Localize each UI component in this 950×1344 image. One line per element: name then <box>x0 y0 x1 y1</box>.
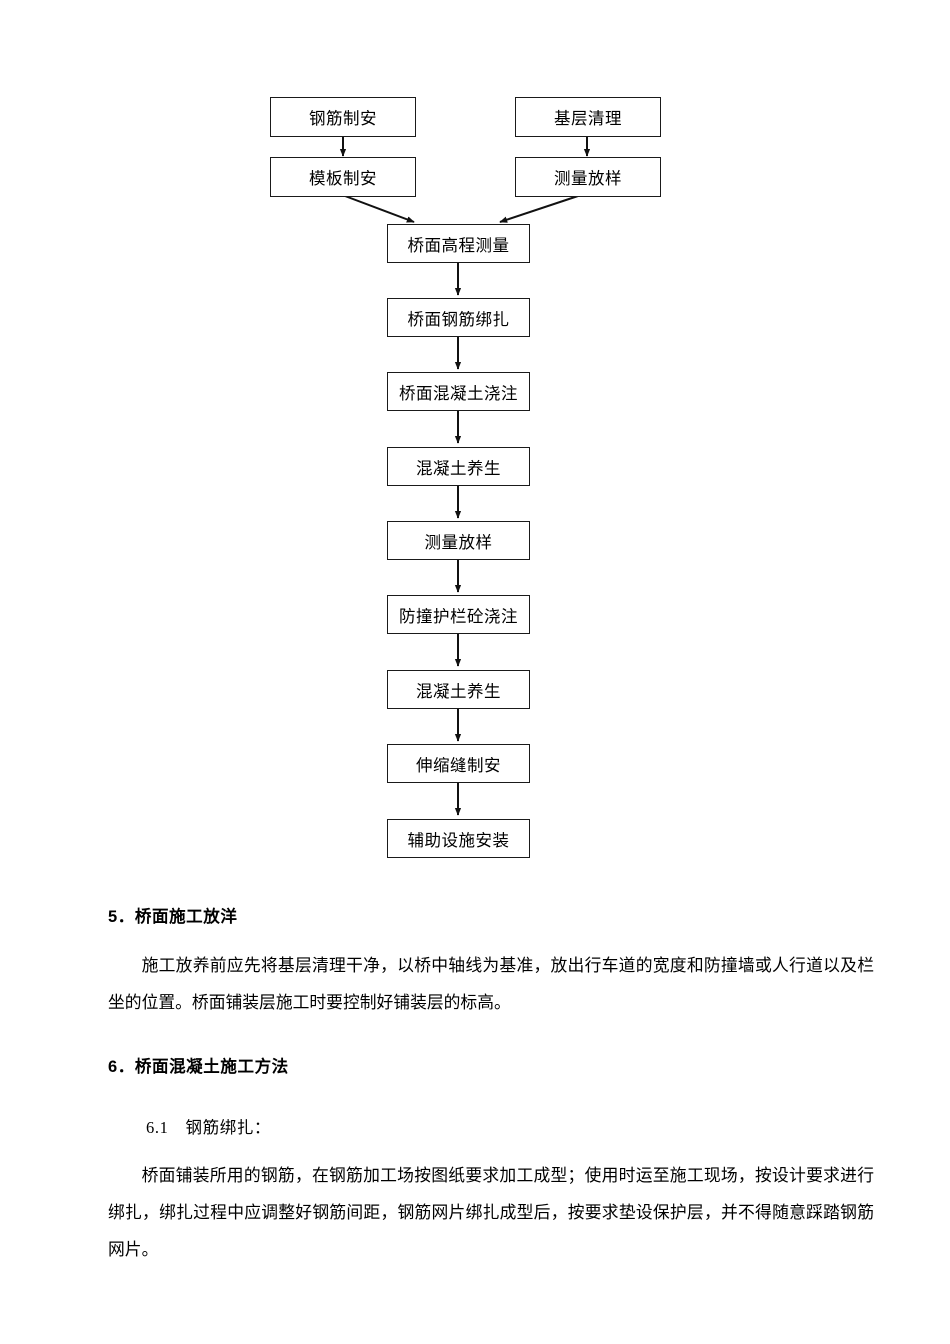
section-5-heading: 5．桥面施工放洋 <box>108 908 238 926</box>
flow-node-expansion-joint-install[interactable]: 伸缩缝制安 <box>387 744 530 783</box>
flow-node-barrier-concrete-pouring[interactable]: 防撞护栏砼浇注 <box>387 595 530 634</box>
flowchart-diagram: 钢筋制安 基层清理 模板制安 测量放样 桥面高程测量 桥面钢筋绑扎 桥面混凝土浇… <box>270 97 661 858</box>
flow-node-survey-setout-mid[interactable]: 测量放样 <box>387 521 530 560</box>
section-6-1-body: 桥面铺装所用的钢筋，在钢筋加工场按图纸要求加工成型；使用时运至施工现场，按设计要… <box>108 1166 874 1259</box>
flow-node-deck-rebar-tying[interactable]: 桥面钢筋绑扎 <box>387 298 530 337</box>
flow-node-concrete-curing-1[interactable]: 混凝土养生 <box>387 447 530 486</box>
flow-node-concrete-curing-2[interactable]: 混凝土养生 <box>387 670 530 709</box>
section-5-body: 施工放养前应先将基层清理干净，以桥中轴线为基准，放出行车道的宽度和防撞墙或人行道… <box>108 956 874 1012</box>
flow-node-auxiliary-facility-install[interactable]: 辅助设施安装 <box>387 819 530 858</box>
flow-node-deck-elevation-survey[interactable]: 桥面高程测量 <box>387 224 530 263</box>
flow-node-base-cleaning[interactable]: 基层清理 <box>515 97 661 137</box>
flow-node-formwork-fabrication[interactable]: 模板制安 <box>270 157 416 197</box>
flow-node-survey-setout-top[interactable]: 测量放样 <box>515 157 661 197</box>
flow-node-steel-fabrication[interactable]: 钢筋制安 <box>270 97 416 137</box>
section-6-heading: 6．桥面混凝土施工方法 <box>108 1058 289 1076</box>
section-6-1-subheading: 6.1 钢筋绑扎： <box>146 1118 272 1137</box>
flow-node-deck-concrete-pouring[interactable]: 桥面混凝土浇注 <box>387 372 530 411</box>
